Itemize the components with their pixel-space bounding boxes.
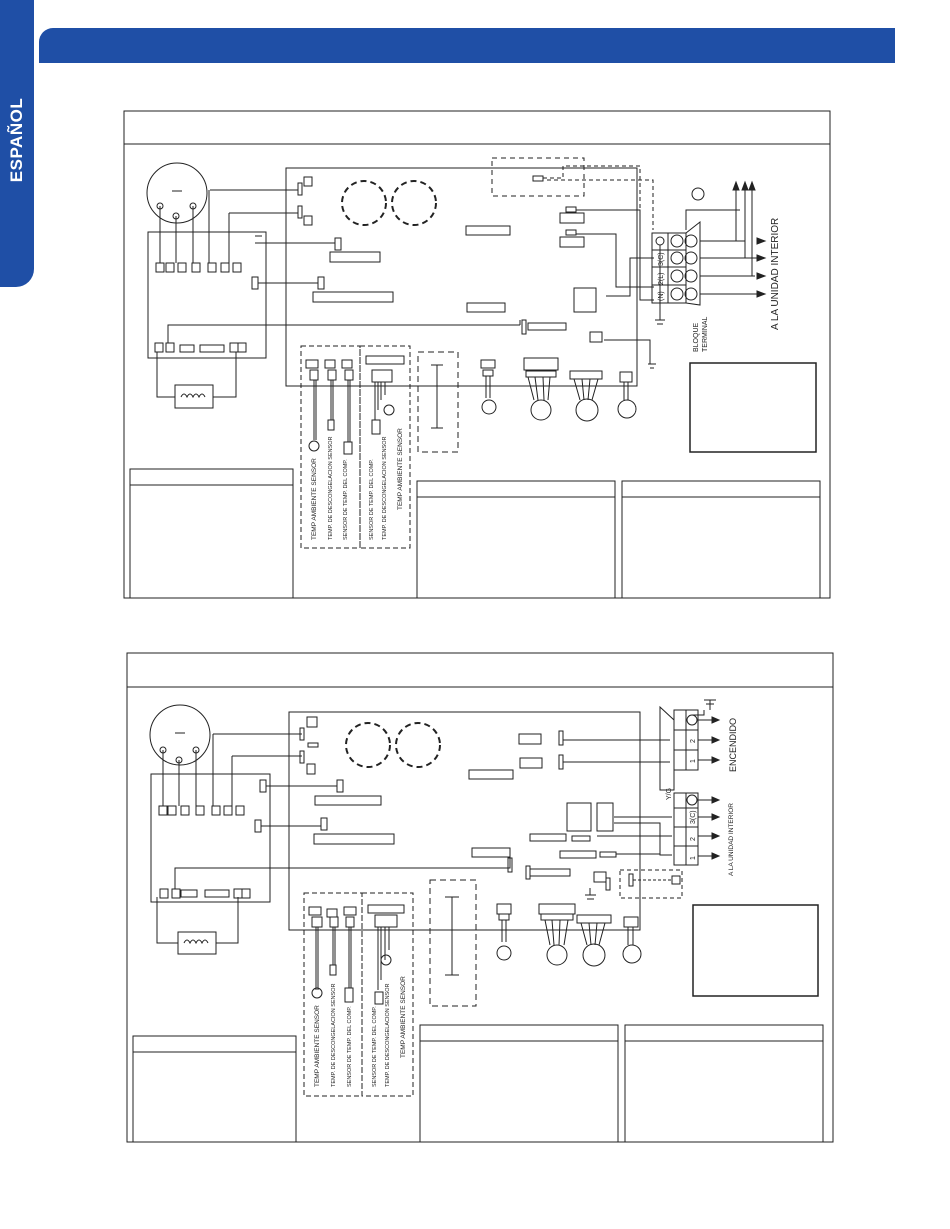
relay-board-2 — [150, 773, 271, 903]
fan-capacitor-2 — [391, 180, 437, 226]
block-label-2: TERMINAL — [702, 317, 709, 353]
sensor-label-defrost-1: TEMP. DE DESCONGELACION SENSOR — [328, 436, 334, 540]
header-bar — [39, 28, 895, 63]
block-label-1: BLOQUE — [693, 322, 700, 352]
power-terminal — [659, 699, 716, 791]
relay-terminals — [154, 262, 247, 353]
sensor-label-ambient-1: TEMP AMBIENTE SENSOR — [311, 458, 318, 540]
sensor2-label-defrost-2: TEMP. DE DESCONGELACION SENSOR — [385, 983, 391, 1087]
relay-block-2 — [566, 802, 592, 832]
indoor-term-c: 3(C) — [690, 810, 697, 824]
fan-capacitor-1 — [341, 180, 387, 226]
compressor-symbol — [146, 162, 208, 224]
sensor2-label-ambient-1: TEMP AMBIENTE SENSOR — [314, 1005, 321, 1087]
note-table-3 — [621, 480, 821, 599]
note-table-2 — [416, 480, 616, 599]
terminal-block — [651, 220, 701, 306]
terminal-label-c: 3(C) — [658, 252, 665, 266]
indoor-terminal — [673, 792, 699, 866]
main-pcb — [285, 167, 638, 387]
relay-board — [147, 231, 267, 359]
sensor-box-right — [359, 345, 411, 549]
motor-symbols-2 — [496, 903, 642, 967]
yg-label: Y/G — [666, 788, 673, 800]
sensor-label-defrost-2: TEMP. DE DESCONGELACION SENSOR — [382, 436, 388, 540]
to-indoor-label-2: A LA UNIDAD INTERIOR — [728, 803, 735, 876]
power-term-1: 1 — [690, 759, 697, 763]
wiring-diagram-2: 2 1 ENCENDIDO Y/G 3(C) 2 1 A LA UNIDAD I… — [126, 652, 834, 1143]
terminal-label-l: 2(L) — [658, 273, 665, 285]
note-table-5 — [419, 1024, 619, 1143]
sensor-box-left-2 — [303, 892, 363, 1097]
main-pcb-2 — [288, 711, 641, 931]
wiring-diagram-1: (N) 2(L) 3(C) BLOQUE TERMINAL A LA UNIDA… — [123, 110, 831, 599]
sensor2-label-comp-1: SENSOR DE TEMP. DEL COMP. — [347, 1006, 353, 1087]
sensor-label-comp-2: SENSOR DE TEMP. DEL COMP. — [369, 459, 375, 540]
reactor-symbol-2 — [177, 931, 217, 955]
sensor2-label-defrost-1: TEMP. DE DESCONGELACION SENSOR — [331, 983, 337, 1087]
sensor2-label-ambient-2: TEMP AMBIENTE SENSOR — [400, 976, 407, 1058]
note-table-4 — [132, 1035, 297, 1143]
sensor2-label-comp-2: SENSOR DE TEMP. DEL COMP. — [372, 1006, 378, 1087]
note-table-1 — [129, 468, 294, 599]
legend-box — [689, 362, 817, 453]
dashed-module — [491, 157, 585, 197]
power-term-2: 2 — [690, 739, 697, 743]
note-table-6 — [624, 1024, 824, 1143]
sensor-box-right-2 — [361, 892, 414, 1097]
legend-box-2 — [692, 904, 819, 997]
terminal-label-n: (N) — [658, 291, 665, 301]
sensor-label-comp-1: SENSOR DE TEMP. DEL COMP. — [343, 459, 349, 540]
dashed-cable-box-2 — [429, 879, 477, 1007]
language-tab — [0, 0, 34, 287]
indoor-term-2: 2 — [690, 837, 697, 841]
to-indoor-label: A LA UNIDAD INTERIOR — [770, 218, 781, 330]
dashed-cable-box — [417, 351, 459, 453]
motor-symbols — [480, 357, 637, 422]
compressor-symbol-2 — [149, 704, 211, 766]
relay-block — [573, 287, 597, 313]
indoor-term-1: 1 — [690, 856, 697, 860]
sensor-label-ambient-2: TEMP AMBIENTE SENSOR — [397, 428, 404, 510]
pcb-connector — [329, 251, 381, 263]
diagram1-frame — [123, 110, 831, 599]
power-label: ENCENDIDO — [728, 718, 738, 772]
